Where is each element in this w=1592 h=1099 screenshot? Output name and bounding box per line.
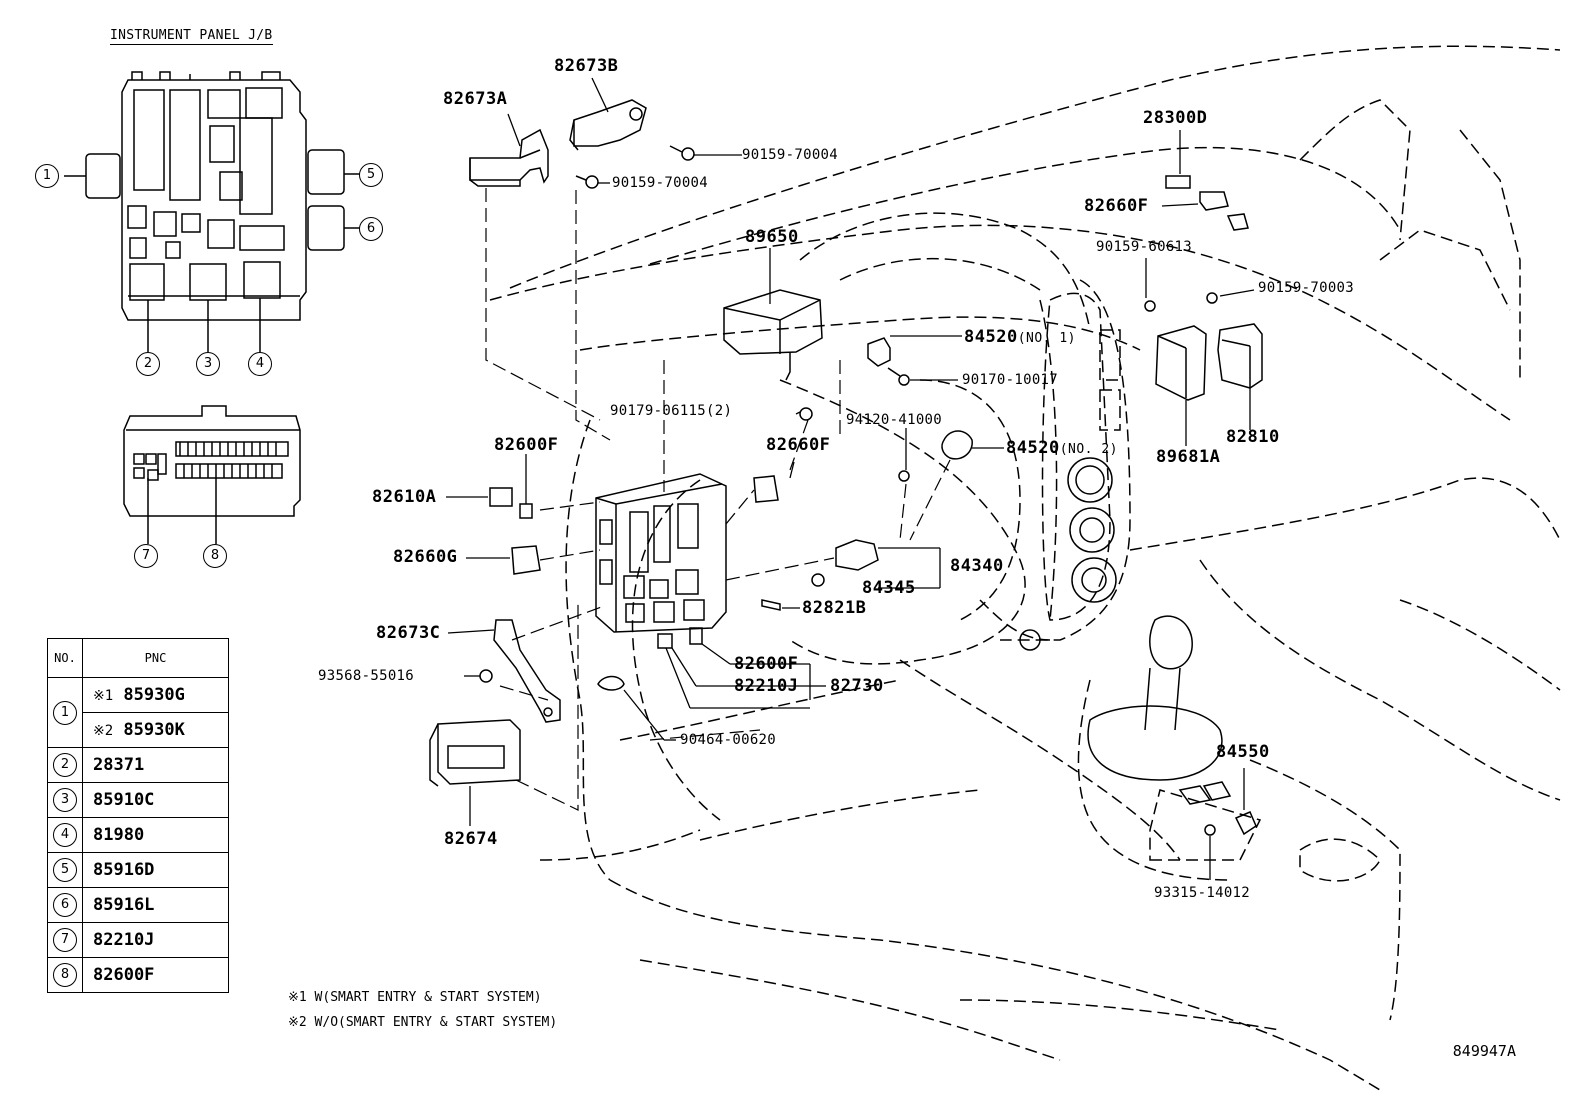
part-label[interactable]: 28300D (1143, 108, 1208, 128)
cover-82674 (429, 719, 521, 787)
part-label[interactable]: 90179-06115(2) (610, 403, 733, 419)
part-label[interactable]: 93568-55016 (318, 668, 415, 684)
table-row-no: 7 (47, 922, 83, 958)
clamp-90464 (597, 675, 625, 691)
gear-shifter (1087, 615, 1223, 781)
relay-82210j (657, 633, 673, 649)
assembly-lines (485, 188, 951, 811)
center-console (1041, 292, 1121, 621)
junction-block-top-view (64, 71, 360, 352)
callout-5: 5 (359, 163, 383, 187)
console-knobs (1019, 457, 1117, 651)
table-cell-pnc: ※1 85930G (82, 677, 229, 713)
part-label[interactable]: 94120-41000 (846, 412, 943, 428)
sensor-84520-no2 (898, 430, 973, 482)
part-label[interactable]: 90170-10017 (962, 372, 1059, 388)
fuse-82610a (489, 487, 513, 507)
inset-title: INSTRUMENT PANEL J/B (110, 28, 273, 45)
part-label[interactable]: 82674 (444, 829, 498, 849)
part-label[interactable]: 82730 (830, 676, 884, 696)
ecu-89681a (1144, 300, 1207, 401)
part-label[interactable]: 82660F (1084, 196, 1149, 216)
table-row-no: 8 (47, 957, 83, 993)
part-label[interactable]: 93315-14012 (1154, 885, 1251, 901)
relay-28300d (1165, 175, 1249, 231)
fuse-82600f (519, 503, 533, 519)
part-label[interactable]: 82673B (554, 56, 619, 76)
part-label[interactable]: 82210J (734, 676, 799, 696)
part-label[interactable]: 82810 (1226, 427, 1280, 447)
part-label[interactable]: 82660F (766, 435, 831, 455)
part-label[interactable]: 82673A (443, 89, 508, 109)
sensor-84520-no1 (867, 337, 910, 386)
screw-icon (575, 145, 695, 189)
part-label[interactable]: 90464-00620 (680, 732, 777, 748)
switch-84550 (1178, 781, 1257, 836)
instrument-panel-outline (489, 45, 1561, 1091)
footnote-2: ※2 W/O(SMART ENTRY & START SYSTEM) (288, 1015, 558, 1030)
pnc-table: NO. PNC 1 ※1 85930G ※2 85930K 2 28371 3 … (47, 638, 229, 993)
fuse-82821b (761, 599, 781, 611)
table-row-no: 1 (47, 677, 83, 748)
junction-block-side-view (123, 405, 301, 544)
part-label[interactable]: 89650 (745, 227, 799, 247)
bracket-82673b (569, 99, 647, 151)
part-label[interactable]: 90159-70004 (612, 175, 709, 191)
part-label[interactable]: 90159-70003 (1258, 280, 1355, 296)
table-cell-pnc: 85910C (82, 782, 229, 818)
callout-4: 4 (248, 352, 272, 376)
table-header-no: NO. (47, 638, 83, 678)
table-cell-pnc: ※2 85930K (82, 712, 229, 748)
ecu-89650 (723, 289, 823, 421)
part-label[interactable]: 82660G (393, 547, 458, 567)
footnote-1: ※1 W(SMART ENTRY & START SYSTEM) (288, 990, 542, 1005)
relay-82660g (511, 545, 541, 575)
part-label[interactable]: 84550 (1216, 742, 1270, 762)
bracket-82673c (493, 619, 561, 723)
ecu-82810 (1206, 292, 1263, 389)
callout-1: 1 (35, 164, 59, 188)
part-label[interactable]: 84345 (862, 578, 916, 598)
switch-84340 (811, 539, 879, 587)
diagram-code: 849947A (1452, 1042, 1516, 1060)
leader-lines (446, 77, 1255, 880)
part-label[interactable]: 84520(NO. 2) (1006, 438, 1118, 458)
table-row-no: 5 (47, 852, 83, 888)
fuse-82600f-b (689, 627, 703, 645)
table-cell-pnc: 81980 (82, 817, 229, 853)
relay-82660f (753, 475, 779, 503)
table-row-no: 4 (47, 817, 83, 853)
part-label[interactable]: 84520(NO. 1) (964, 327, 1076, 347)
part-label[interactable]: 82600F (734, 654, 799, 674)
callout-3: 3 (196, 352, 220, 376)
table-row-no: 3 (47, 782, 83, 818)
callout-8: 8 (203, 544, 227, 568)
table-row-no: 6 (47, 887, 83, 923)
part-label[interactable]: 82610A (372, 487, 437, 507)
table-cell-pnc: 82210J (82, 922, 229, 958)
callout-2: 2 (136, 352, 160, 376)
bracket-82673a (469, 128, 549, 187)
part-label[interactable]: 82821B (802, 598, 867, 618)
part-label[interactable]: 84340 (950, 556, 1004, 576)
part-label[interactable]: 90159-60613 (1096, 239, 1193, 255)
part-label[interactable]: 90159-70004 (742, 147, 839, 163)
part-label[interactable]: 89681A (1156, 447, 1221, 467)
junction-block-main (595, 473, 727, 633)
screw-93568 (479, 669, 493, 683)
table-cell-pnc: 85916L (82, 887, 229, 923)
table-cell-pnc: 28371 (82, 747, 229, 783)
table-row-no: 2 (47, 747, 83, 783)
table-header-pnc: PNC (82, 638, 229, 678)
part-label[interactable]: 82673C (376, 623, 441, 643)
part-label[interactable]: 82600F (494, 435, 559, 455)
table-cell-pnc: 82600F (82, 957, 229, 993)
callout-6: 6 (359, 217, 383, 241)
callout-7: 7 (134, 544, 158, 568)
table-cell-pnc: 85916D (82, 852, 229, 888)
